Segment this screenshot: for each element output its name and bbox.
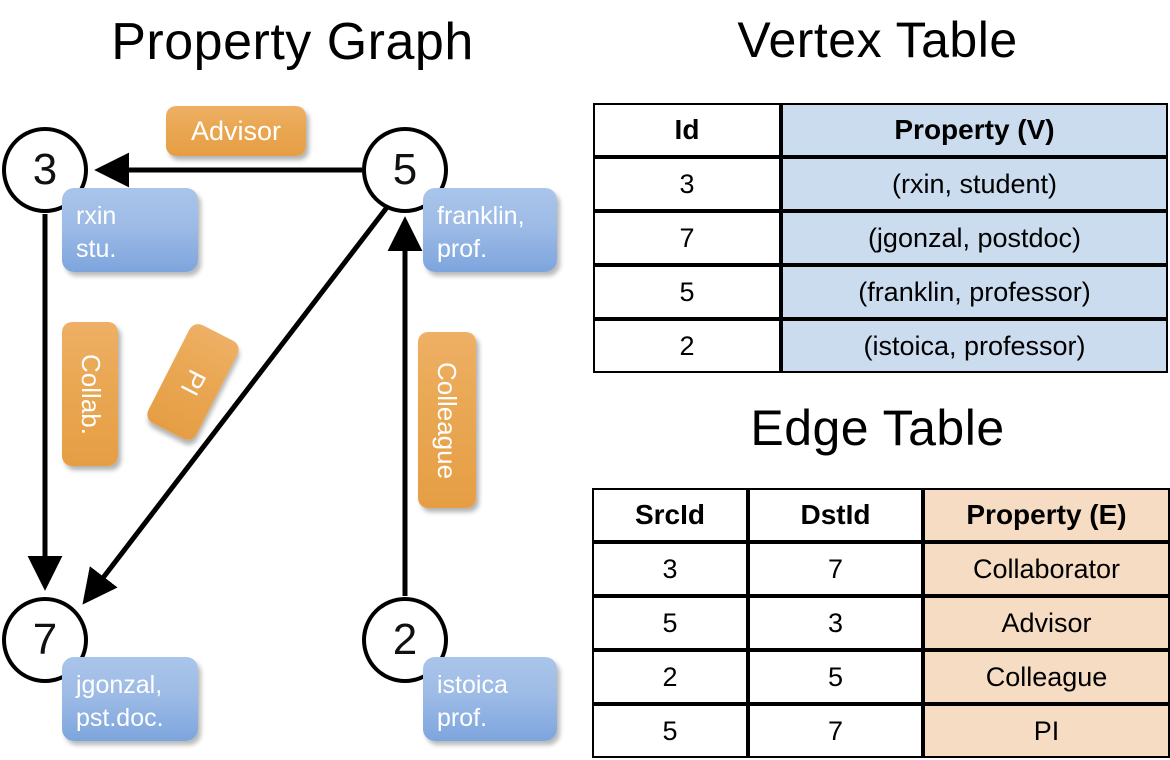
property-graph-diagram: 3 5 7 2 rxin stu. franklin, prof. jgonza…: [2, 106, 557, 741]
page-title-vertex-table: Vertex Table: [737, 12, 1018, 68]
table-row[interactable]: 5 (franklin, professor): [593, 265, 1168, 319]
graph-edge-lines: [27, 152, 423, 605]
vertex-row-2-id: 5: [593, 265, 781, 319]
edge-row-2-property: Colleague: [923, 650, 1170, 704]
table-row[interactable]: 3 (rxin, student): [593, 157, 1168, 211]
node-property-box-istoica[interactable]: istoica prof.: [423, 657, 557, 741]
edge-row-1-property: Advisor: [923, 596, 1170, 650]
table-row[interactable]: 2 (istoica, professor): [593, 319, 1168, 373]
edge-row-3-dstid: 7: [748, 704, 923, 758]
vertex-row-0-property: (rxin, student): [781, 157, 1168, 211]
edge-table: SrcId DstId Property (E) 3 7 Collaborato…: [592, 488, 1170, 758]
edge-label-collab-text: Collab.: [75, 353, 106, 435]
vertex-table-header-id: Id: [593, 103, 781, 157]
edge-row-1-srcid: 5: [592, 596, 748, 650]
edge-label-colleague[interactable]: Colleague: [418, 332, 476, 508]
table-row[interactable]: 5 7 PI: [592, 704, 1170, 758]
node-property-box-franklin[interactable]: franklin, prof.: [423, 188, 557, 272]
vertex-table: Id Property (V) 3 (rxin, student) 7 (jgo…: [593, 103, 1168, 373]
edge-row-0-srcid: 3: [592, 542, 748, 596]
edge-row-2-dstid: 5: [748, 650, 923, 704]
edge-label-pi-text: PI: [174, 364, 213, 400]
edge-table-header-dstid: DstId: [748, 488, 923, 542]
table-header-row: Id Property (V): [593, 103, 1168, 157]
table-row[interactable]: 5 3 Advisor: [592, 596, 1170, 650]
table-row[interactable]: 2 5 Colleague: [592, 650, 1170, 704]
edge-label-advisor[interactable]: Advisor: [166, 106, 306, 156]
edge-label-colleague-text: Colleague: [432, 361, 463, 479]
edge-row-1-dstid: 3: [748, 596, 923, 650]
page-title-edge-table: Edge Table: [750, 400, 1005, 456]
vertex-row-1-id: 7: [593, 211, 781, 265]
table-row[interactable]: 3 7 Collaborator: [592, 542, 1170, 596]
table-header-row: SrcId DstId Property (E): [592, 488, 1170, 542]
edge-row-3-srcid: 5: [592, 704, 748, 758]
graph-node-2[interactable]: 2: [362, 597, 448, 683]
edge-row-3-property: PI: [923, 704, 1170, 758]
edge-5-to-7: [82, 204, 390, 605]
vertex-row-0-id: 3: [593, 157, 781, 211]
table-row[interactable]: 7 (jgonzal, postdoc): [593, 211, 1168, 265]
vertex-table-header-property: Property (V): [781, 103, 1168, 157]
node-property-box-rxin[interactable]: rxin stu.: [62, 188, 198, 272]
edge-label-collab[interactable]: Collab.: [62, 322, 118, 466]
graph-node-5[interactable]: 5: [362, 127, 448, 213]
edge-table-header-srcid: SrcId: [592, 488, 748, 542]
vertex-row-1-property: (jgonzal, postdoc): [781, 211, 1168, 265]
edge-row-2-srcid: 2: [592, 650, 748, 704]
node-property-box-jgonzal[interactable]: jgonzal, pst.doc.: [62, 657, 198, 741]
vertex-row-3-property: (istoica, professor): [781, 319, 1168, 373]
edge-label-advisor-text: Advisor: [190, 115, 282, 146]
page-title-property-graph: Property Graph: [111, 13, 474, 71]
vertex-row-3-id: 2: [593, 319, 781, 373]
edge-row-0-property: Collaborator: [923, 542, 1170, 596]
vertex-row-2-property: (franklin, professor): [781, 265, 1168, 319]
edge-row-0-dstid: 7: [748, 542, 923, 596]
edge-table-header-property: Property (E): [923, 488, 1170, 542]
